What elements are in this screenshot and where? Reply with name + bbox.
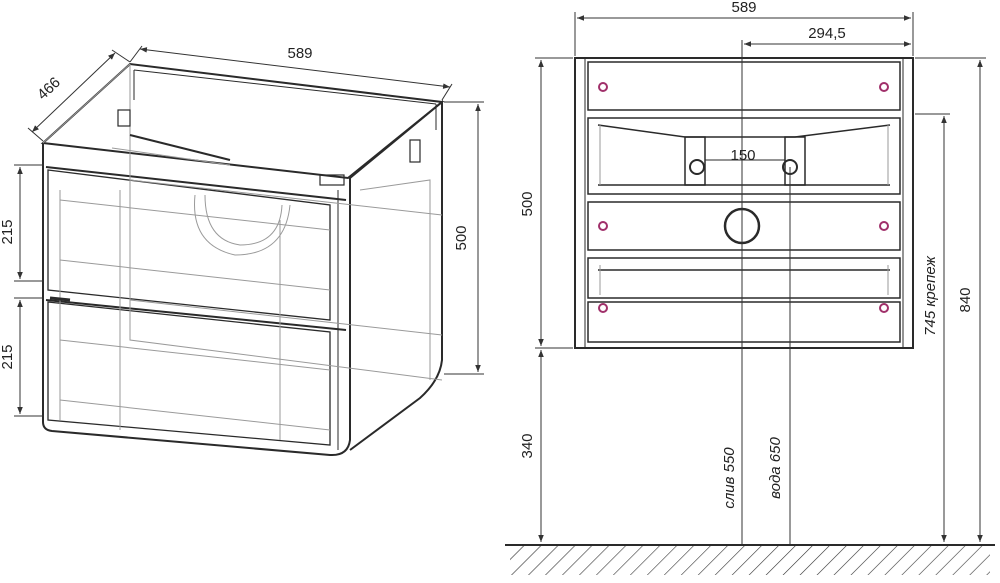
left-height-dimension bbox=[444, 101, 484, 375]
screw-icon bbox=[598, 303, 608, 313]
center-lines bbox=[741, 40, 791, 545]
mount-height-dimension bbox=[915, 113, 950, 542]
cabinet-front bbox=[42, 99, 443, 457]
screw-points bbox=[598, 82, 889, 313]
left-drawer-top-dimension bbox=[14, 164, 44, 282]
mount-height-label: 745 крепеж bbox=[922, 255, 939, 335]
screw-icon bbox=[879, 303, 889, 313]
right-height-dimension bbox=[535, 57, 573, 349]
cabinet-back-hidden bbox=[599, 125, 889, 295]
right-width-label: 589 bbox=[731, 0, 756, 16]
left-drawer-top-label: 215 bbox=[0, 219, 16, 244]
left-depth-dimension bbox=[27, 49, 131, 142]
cabinet-top-outline bbox=[40, 62, 445, 180]
water-height-label: вода 650 bbox=[767, 437, 784, 499]
screw-icon bbox=[879, 82, 889, 92]
screw-icon bbox=[879, 221, 889, 231]
cabinet-back-outline bbox=[574, 57, 914, 349]
screw-icon bbox=[598, 221, 608, 231]
left-drawer-bottom-label: 215 bbox=[0, 344, 16, 369]
mounting-plate bbox=[684, 136, 806, 186]
hole-spacing-label: 150 bbox=[730, 147, 755, 164]
left-height-label: 500 bbox=[453, 225, 470, 250]
cabinet-hardware bbox=[49, 109, 421, 302]
floor bbox=[505, 544, 995, 575]
right-width-dimension bbox=[574, 12, 914, 56]
drain-height-label: слив 550 bbox=[721, 447, 738, 509]
left-depth-label: 466 bbox=[34, 74, 64, 104]
floor-gap-label: 340 bbox=[519, 433, 536, 458]
cabinet-back-rails bbox=[587, 61, 901, 343]
half-width-label: 294,5 bbox=[808, 25, 846, 42]
total-height-dimension bbox=[915, 57, 986, 542]
right-height-label: 500 bbox=[519, 191, 536, 216]
screw-icon bbox=[598, 82, 608, 92]
left-drawer-bottom-dimension bbox=[14, 297, 44, 417]
perspective-view: 589 466 500 215 215 bbox=[0, 45, 484, 457]
left-width-dimension bbox=[129, 45, 453, 101]
total-height-label: 840 bbox=[957, 287, 974, 312]
mount-hole-left-icon bbox=[689, 159, 705, 175]
cabinet-hidden-lines bbox=[42, 63, 443, 440]
left-width-label: 589 bbox=[287, 45, 312, 62]
elevation-view: 150 589 294,5 bbox=[505, 0, 995, 575]
